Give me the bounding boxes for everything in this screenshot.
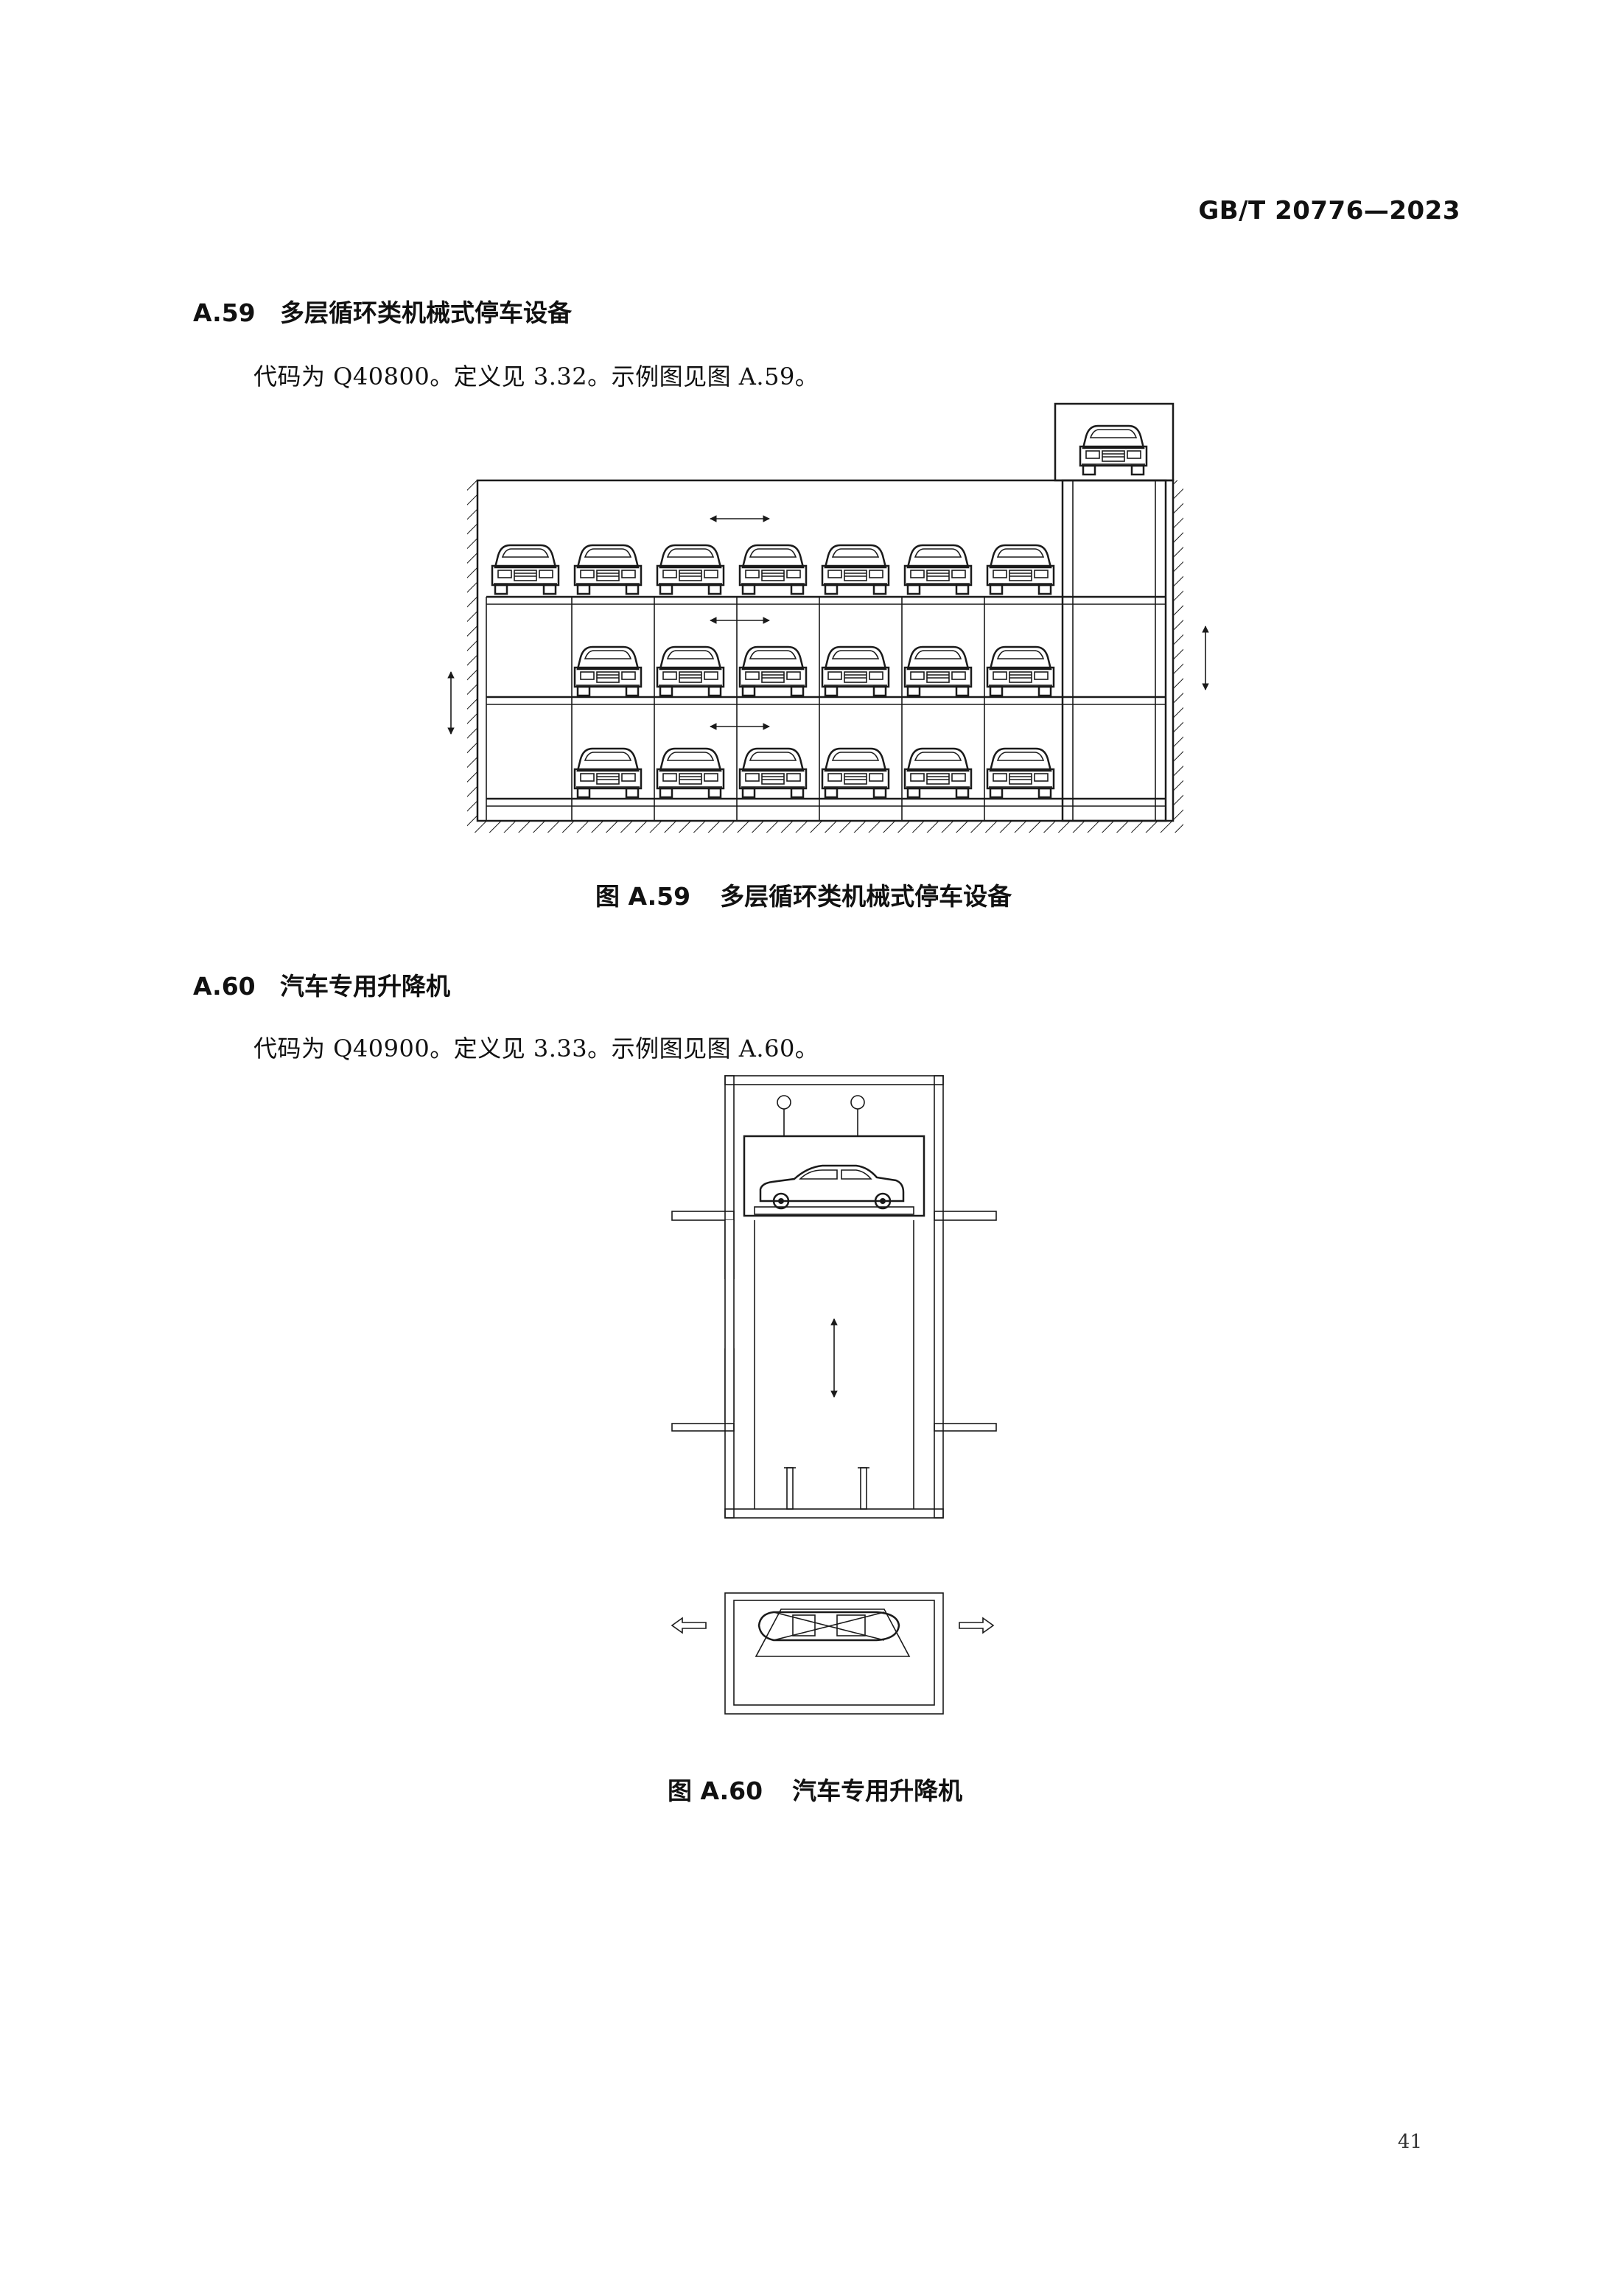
section-heading-a59: A.59 多层循环类机械式停车设备: [193, 293, 572, 329]
figure-a60-diagram: [671, 1075, 997, 1715]
figure-a59-diagram: [447, 402, 1209, 833]
section-paragraph: 代码为 Q40900。定义见 3.33。示例图见图 A.60。: [253, 1035, 819, 1063]
section-title: 汽车专用升降机: [280, 972, 450, 1001]
standard-code: GB/T 20776—2023: [1198, 196, 1460, 225]
page-number: 41: [1397, 2131, 1422, 2153]
section-heading-a60: A.60 汽车专用升降机: [193, 967, 450, 1002]
car-side-icon: [759, 1164, 905, 1210]
figure-title: 汽车专用升降机: [792, 1776, 963, 1805]
section-paragraph: 代码为 Q40800。定义见 3.32。示例图见图 A.59。: [253, 363, 819, 391]
section-number: A.60: [193, 972, 256, 1001]
figure-label: 图 A.60: [668, 1776, 763, 1805]
figure-caption-a60: 图 A.60 汽车专用升降机: [668, 1771, 962, 1807]
section-number: A.59: [193, 298, 256, 327]
section-title: 多层循环类机械式停车设备: [280, 298, 572, 327]
figure-label: 图 A.59: [595, 882, 691, 911]
figure-caption-a59: 图 A.59 多层循环类机械式停车设备: [595, 877, 1012, 912]
figure-title: 多层循环类机械式停车设备: [720, 882, 1012, 911]
car-top-icon: [757, 1611, 900, 1642]
